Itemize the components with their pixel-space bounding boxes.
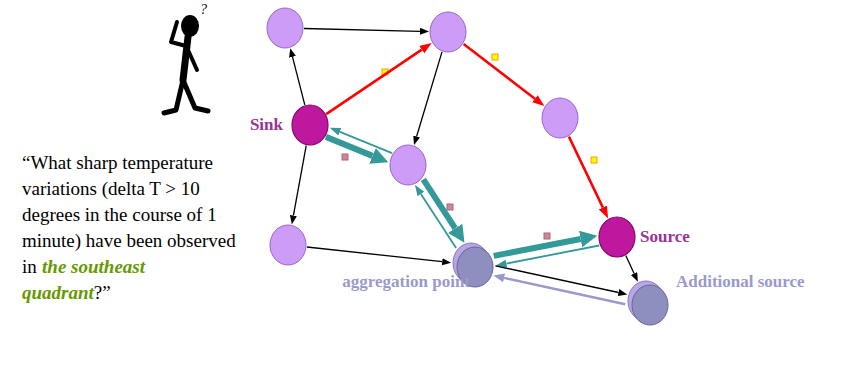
node-circle [269,224,307,266]
sensor-node [389,144,427,186]
source-node: Source [598,216,636,258]
sensor-node [269,224,307,266]
node-circle [598,216,636,258]
question-mark: ? [200,2,207,18]
sensor-node [266,7,304,49]
node-label: Additional source [676,272,805,292]
connector-arrow [326,50,422,115]
node-label: Sink [250,115,283,135]
connector-arrow [326,137,373,156]
connector-arrow [626,256,634,274]
node-circle [429,11,467,53]
sensor-node [429,11,467,53]
thought-mark: ? [200,2,207,18]
sensor-node [541,97,579,139]
node-circle [627,280,669,326]
query-text: “What sharp temperature variations (delt… [22,150,237,306]
query-region: the southeast quadrant [22,256,145,303]
additional-source-node: Additional source [627,280,669,326]
query-end: ?” [94,282,111,303]
packet-markers [342,54,597,239]
connector-arrow [417,52,442,137]
connector-arrow [569,137,603,208]
connector-arrow [340,132,392,153]
node-circle [389,144,427,186]
connector-arrow [494,239,581,256]
connector-arrow [464,44,535,99]
node-label: aggregation point [342,272,470,292]
thinking-person [164,15,208,113]
connector-arrow [304,29,420,32]
connector-arrow [504,278,625,304]
connector-arrow [293,57,305,105]
connector-arrow [307,247,442,262]
connector-arrow [293,146,306,216]
connector-arrow [506,246,599,264]
sink-node: Sink [291,104,329,146]
aggregation-node: aggregation point [452,242,494,288]
node-circle [541,97,579,139]
connector-arrow [421,194,456,248]
node-label: Source [640,227,690,247]
node-circle [291,104,329,146]
node-circle [266,7,304,49]
